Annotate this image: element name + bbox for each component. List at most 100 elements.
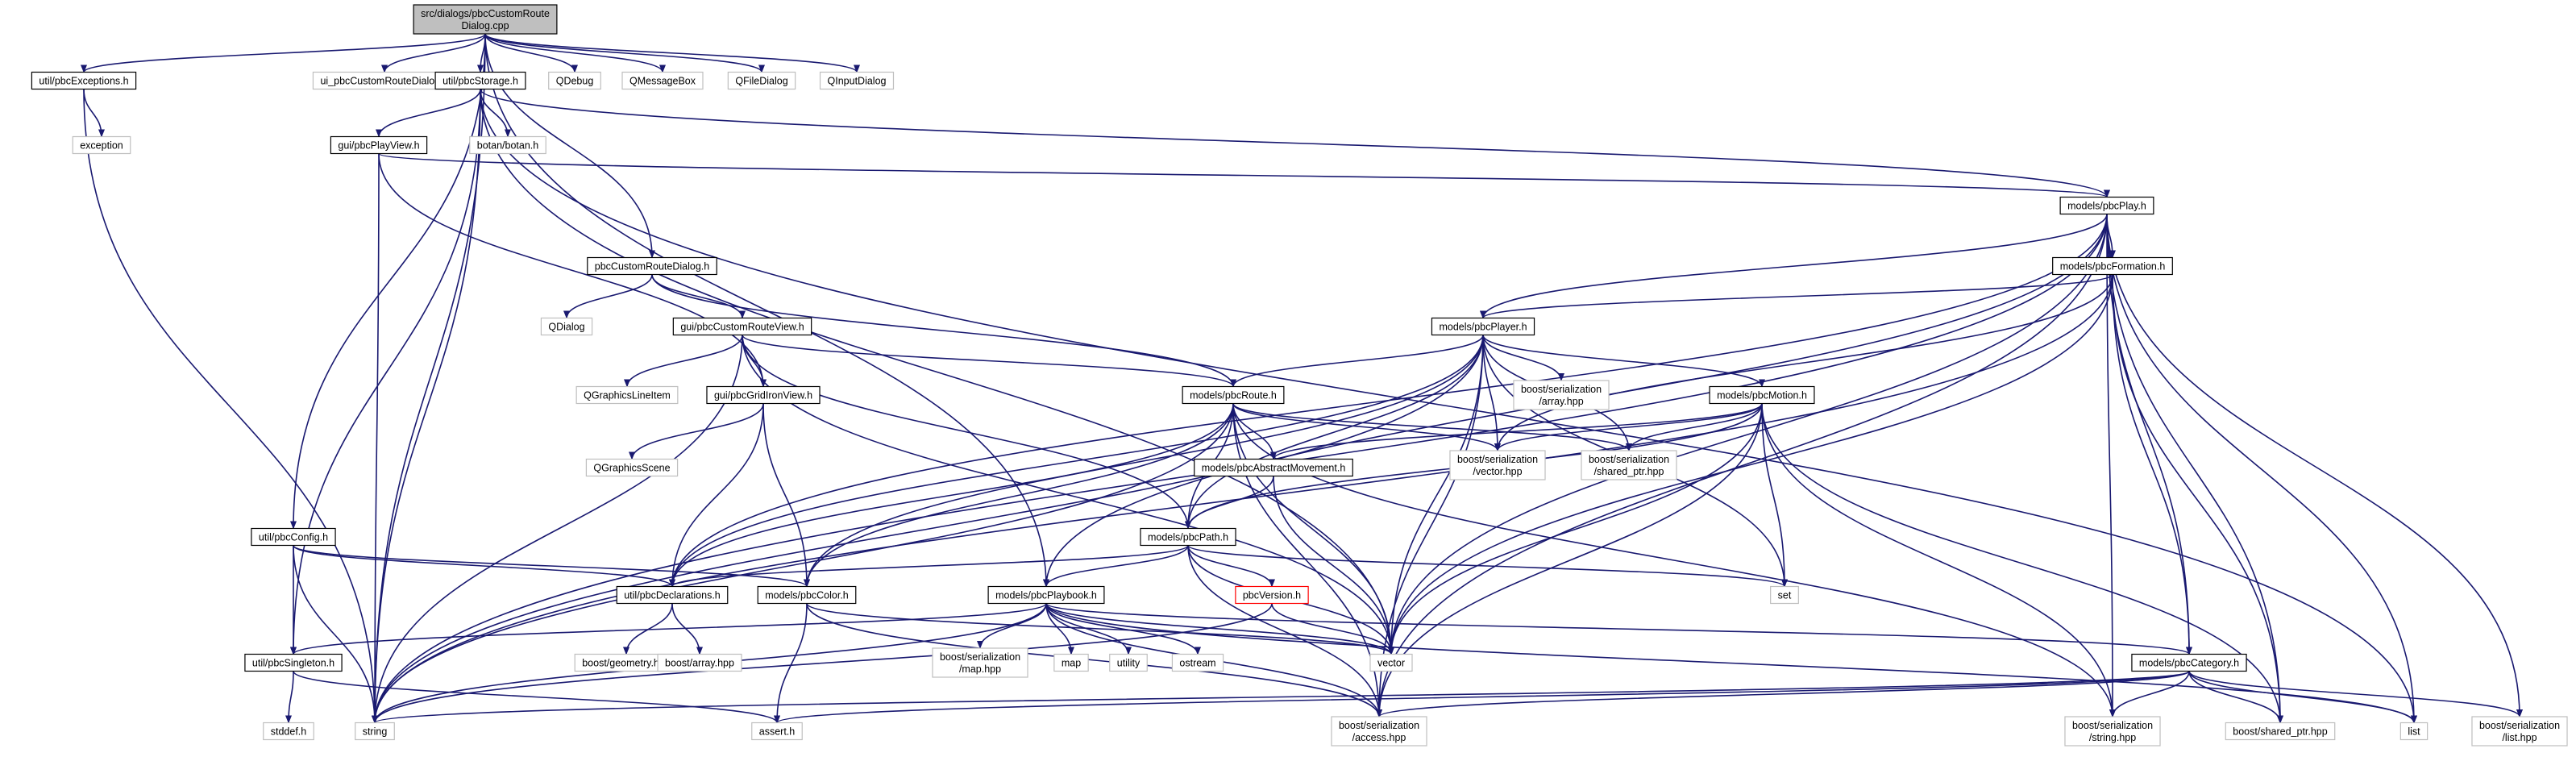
node-bsmap: boost/serialization/map.hpp [932,647,1028,678]
edge-category-to-list [2188,671,2417,724]
node-playbook[interactable]: models/pbcPlaybook.h [987,585,1105,605]
node-label: boost/serialization [2072,720,2153,731]
edge-play-to-list [2106,214,2417,724]
edge-crdialog-to-crview [651,274,746,319]
edge-color-to-vector [806,602,1394,655]
node-label: boost/shared_ptr.hpp [2233,726,2327,737]
edge-gridiron-to-qgscene [629,403,764,460]
node-label: boost/serialization [2479,720,2560,731]
edge-singleton-to-assert [293,671,780,724]
edge-crview-to-path [742,335,1191,530]
node-label: QDebug [556,75,594,86]
edge-player-to-path [1185,335,1484,530]
node-box [540,317,593,336]
edge-play-to-player [1480,214,2108,319]
node-label: QGraphicsLineItem [584,389,671,401]
node-box [251,527,336,547]
node-gridiron[interactable]: gui/pbcGridIronView.h [706,385,821,405]
node-box [2052,256,2173,276]
node-play[interactable]: models/pbcPlay.h [2059,196,2154,215]
node-box [2399,722,2429,741]
edge-motion-to-vector [1388,403,1763,655]
edge-storage-to-playview [376,89,481,138]
node-storage[interactable]: util/pbcStorage.h [434,71,526,90]
edge-route-to-bsvector [1232,403,1501,451]
edge-formation-to-vector [1388,274,2113,655]
node-box [1331,716,1427,747]
node-box [575,385,679,405]
node-crview[interactable]: gui/pbcCustomRouteView.h [672,317,812,336]
node-qmessagebox: QMessageBox [621,71,704,90]
node-label: QMessageBox [629,75,696,86]
node-box [434,71,526,90]
node-route[interactable]: models/pbcRoute.h [1182,385,1285,405]
node-label: models/pbcMotion.h [1717,389,1807,401]
node-root[interactable]: src/dialogs/pbcCustomRouteDialog.cpp [413,4,558,35]
node-label: boost/serialization [1457,454,1538,465]
edge-route-to-bsshared [1232,403,1632,451]
node-label: models/pbcFormation.h [2060,260,2166,272]
node-singleton[interactable]: util/pbcSingleton.h [244,653,343,672]
edge-gridiron-to-declarations [669,403,764,588]
node-qgscene: QGraphicsScene [585,458,679,477]
node-box [2225,722,2336,741]
node-botan: botan/botan.h [469,135,546,155]
edge-version-to-vector [1271,603,1394,655]
node-label: boost/serialization [1339,720,1419,731]
node-bsarray: boost/serialization/array.hpp [1513,380,1610,410]
node-label: util/pbcStorage.h [442,75,518,86]
node-motion[interactable]: models/pbcMotion.h [1709,385,1815,405]
node-box [469,135,546,155]
edge-formation-to-bshared [2112,274,2283,724]
node-label: list [2408,726,2420,737]
node-label: boost/array.hpp [665,657,734,668]
node-box [587,256,717,276]
node-color[interactable]: models/pbcColor.h [757,585,857,605]
edge-play-to-bsstring [2106,214,2116,717]
node-box [2471,716,2568,747]
node-label: QFileDialog [735,75,787,86]
node-label: models/pbcAbstractMovement.h [1202,462,1346,473]
node-player[interactable]: models/pbcPlayer.h [1431,317,1535,336]
node-absmove[interactable]: models/pbcAbstractMovement.h [1194,458,1353,477]
edge-category-to-bshared [2188,671,2283,724]
node-formation[interactable]: models/pbcFormation.h [2052,256,2173,276]
edge-play-to-bslist [2106,214,2523,717]
edge-storage-to-singleton [290,89,481,655]
node-exception: exception [72,135,131,155]
node-box [330,135,428,155]
node-label: /shared_ptr.hpp [1594,466,1664,477]
node-label: ostream [1179,657,1215,668]
node-crdialog[interactable]: pbcCustomRouteDialog.h [587,256,717,276]
node-label: models/pbcRoute.h [1190,389,1277,401]
node-path[interactable]: models/pbcPath.h [1140,527,1236,547]
edge-path-to-version [1187,545,1275,588]
node-box [72,135,131,155]
node-box [1709,385,1815,405]
node-category[interactable]: models/pbcCategory.h [2131,653,2247,672]
edge-motion-to-set [1761,403,1788,588]
node-bgeometry: boost/geometry.hpp [574,653,679,672]
node-playview[interactable]: gui/pbcPlayView.h [330,135,428,155]
node-box [2064,716,2161,747]
node-label: ui_pbcCustomRouteDialog.h [320,75,448,86]
node-bsstring: boost/serialization/string.hpp [2064,716,2161,747]
node-box [819,71,895,90]
edge-player-to-declarations [669,335,1484,588]
node-config[interactable]: util/pbcConfig.h [251,527,336,547]
node-label: /array.hpp [1539,396,1583,407]
edge-formation-to-player [1480,273,2113,319]
edge-playview-to-string [372,153,380,724]
node-declarations[interactable]: util/pbcDeclarations.h [616,585,729,605]
edge-version-to-string [372,603,1273,724]
node-box [672,317,812,336]
node-version[interactable]: pbcVersion.h [1235,585,1309,605]
edge-storage-to-vector [480,89,1394,655]
node-box [2059,196,2154,215]
node-label: utility [1117,657,1141,668]
node-exceptions[interactable]: util/pbcExceptions.h [31,71,137,90]
node-vector: vector [1369,653,1413,672]
node-barray: boost/array.hpp [657,653,742,672]
node-label: stddef.h [271,726,307,737]
edge-motion-to-bsaccess [1376,403,1763,717]
